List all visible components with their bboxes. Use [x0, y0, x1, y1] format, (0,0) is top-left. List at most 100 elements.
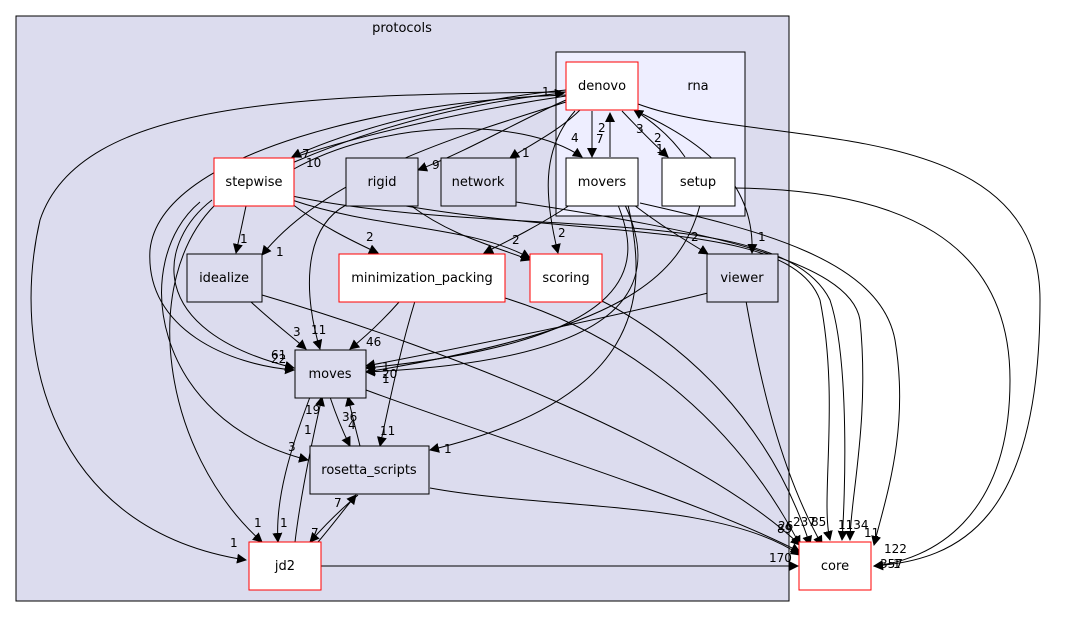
edge-label: 170 [769, 551, 792, 565]
edge-label: 7 [334, 496, 342, 510]
edge-label: 1 [240, 232, 248, 246]
edge-label: 11 [380, 424, 395, 438]
edge-label: 11 [864, 526, 879, 540]
edge-idealize-core [261, 294, 801, 546]
node-label-rosetta-scripts: rosetta_scripts [321, 463, 417, 478]
node-label-core: core [821, 559, 849, 574]
edge-label: 1 [280, 516, 288, 530]
edge-stepwise-movers [291, 128, 583, 171]
cluster-protocols-label: protocols [372, 21, 432, 36]
node-label-jd2: jd2 [274, 559, 295, 574]
node-core[interactable]: core [798, 541, 872, 591]
edge-label: 2 [512, 233, 520, 247]
edge-label: 85 [811, 515, 826, 529]
node-label-idealize: idealize [199, 271, 249, 286]
edge-label: 3 [288, 440, 296, 454]
node-label-scoring: scoring [542, 271, 589, 286]
edge-label: 2 [654, 131, 662, 145]
edge-label: 1 [254, 516, 262, 530]
edge-label: 1 [758, 230, 766, 244]
edge-setup-core [734, 187, 1011, 571]
edge-movers-rs [429, 204, 637, 453]
node-movers[interactable]: movers [565, 157, 639, 207]
edge-label: 10 [306, 156, 321, 170]
edge-setup-moves [365, 204, 701, 376]
edge-label: 1 [382, 372, 390, 386]
node-moves[interactable]: moves [294, 349, 367, 399]
node-scoring[interactable]: scoring [529, 253, 603, 303]
node-viewer[interactable]: viewer [706, 253, 779, 303]
edge-idealize-moves [249, 300, 307, 350]
node-denovo[interactable]: denovo [565, 61, 639, 111]
edge-movers-viewer [633, 204, 709, 255]
node-label-viewer: viewer [720, 271, 764, 286]
edge-label: 1 [276, 245, 284, 259]
edge-denovo-jd2 [30, 91, 567, 564]
edge-label: 1 [542, 85, 550, 99]
edge-label: 1 [656, 142, 664, 156]
node-rigid[interactable]: rigid [345, 157, 419, 207]
edge-label: 2 [598, 121, 606, 135]
edge-label: 36 [342, 410, 357, 424]
edge-label: 1 [444, 442, 452, 456]
edge-label: 122 [884, 542, 907, 556]
edge-rigid-core [399, 204, 833, 541]
node-stepwise[interactable]: stepwise [213, 157, 295, 207]
edge-label: 3 [293, 325, 301, 339]
edge-denovo-moves [149, 94, 567, 375]
edge-label: 3 [636, 122, 644, 136]
edge-label: 9 [432, 158, 440, 172]
node-label-moves: moves [308, 367, 351, 382]
node-jd2[interactable]: jd2 [248, 541, 322, 591]
edge-moves-rs [329, 396, 351, 447]
edge-label: 1 [382, 360, 390, 374]
edge-label: 1 [893, 557, 901, 571]
node-label-rigid: rigid [367, 175, 396, 190]
edge-label: 7 [302, 147, 310, 161]
node-label-setup: setup [680, 175, 716, 190]
node-label-movers: movers [578, 175, 627, 190]
edge-label: 26 [778, 519, 793, 533]
node-rosetta-scripts[interactable]: rosetta_scripts [309, 445, 430, 495]
edge-movers-minpack [483, 204, 571, 254]
edge-rs-core [429, 487, 801, 556]
edge-label: 7 [311, 526, 319, 540]
edge-moves-jd2 [272, 396, 311, 543]
node-idealize[interactable]: idealize [186, 253, 263, 303]
edge-setup-denovo [633, 109, 686, 158]
edge-label: 2 [691, 230, 699, 244]
edge-label: 61 [271, 348, 286, 362]
edge-movers-core [639, 202, 901, 546]
edge-label: 20 [382, 367, 397, 381]
node-setup[interactable]: setup [661, 157, 736, 207]
edge-viewer-moves [365, 292, 709, 370]
edge-label: 2 [366, 230, 374, 244]
edge-viewer-core [745, 300, 823, 546]
edge-label: 1134 [838, 518, 869, 532]
edge-label: 1 [230, 536, 238, 550]
edge-stepwise-idealize [232, 205, 247, 254]
node-network[interactable]: network [440, 157, 517, 207]
edge-denovo-idealize [261, 101, 567, 256]
edge-label: 237 [793, 515, 816, 529]
edge-movers-moves [365, 204, 629, 373]
edge-label: 4 [571, 131, 579, 145]
edge-jd2-rs [317, 494, 357, 543]
edge-label: 89 [777, 522, 792, 536]
edge-denovo-network [509, 109, 581, 159]
edge-denovo-stepwise-b [291, 95, 567, 159]
edge-label: 4 [348, 418, 356, 432]
edge-rigid-scoring [409, 204, 531, 262]
edge-rigid-moves [308, 204, 347, 350]
edge-stepwise-core [291, 195, 848, 541]
node-label-minimization-packing: minimization_packing [351, 271, 493, 286]
edge-labels: 1 7 10 9 1 4 2 7 3 2 1 2 1 1 1 2 2 2 3 1… [230, 85, 907, 571]
node-label-denovo: denovo [578, 79, 626, 94]
edge-network-core [515, 201, 864, 541]
node-label-stepwise: stepwise [225, 175, 282, 190]
node-minimization-packing[interactable]: minimization_packing [338, 253, 506, 303]
edge-label: 1 [522, 146, 530, 160]
edge-rs-moves [345, 396, 361, 447]
edge-stepwise-scoring [291, 199, 531, 259]
